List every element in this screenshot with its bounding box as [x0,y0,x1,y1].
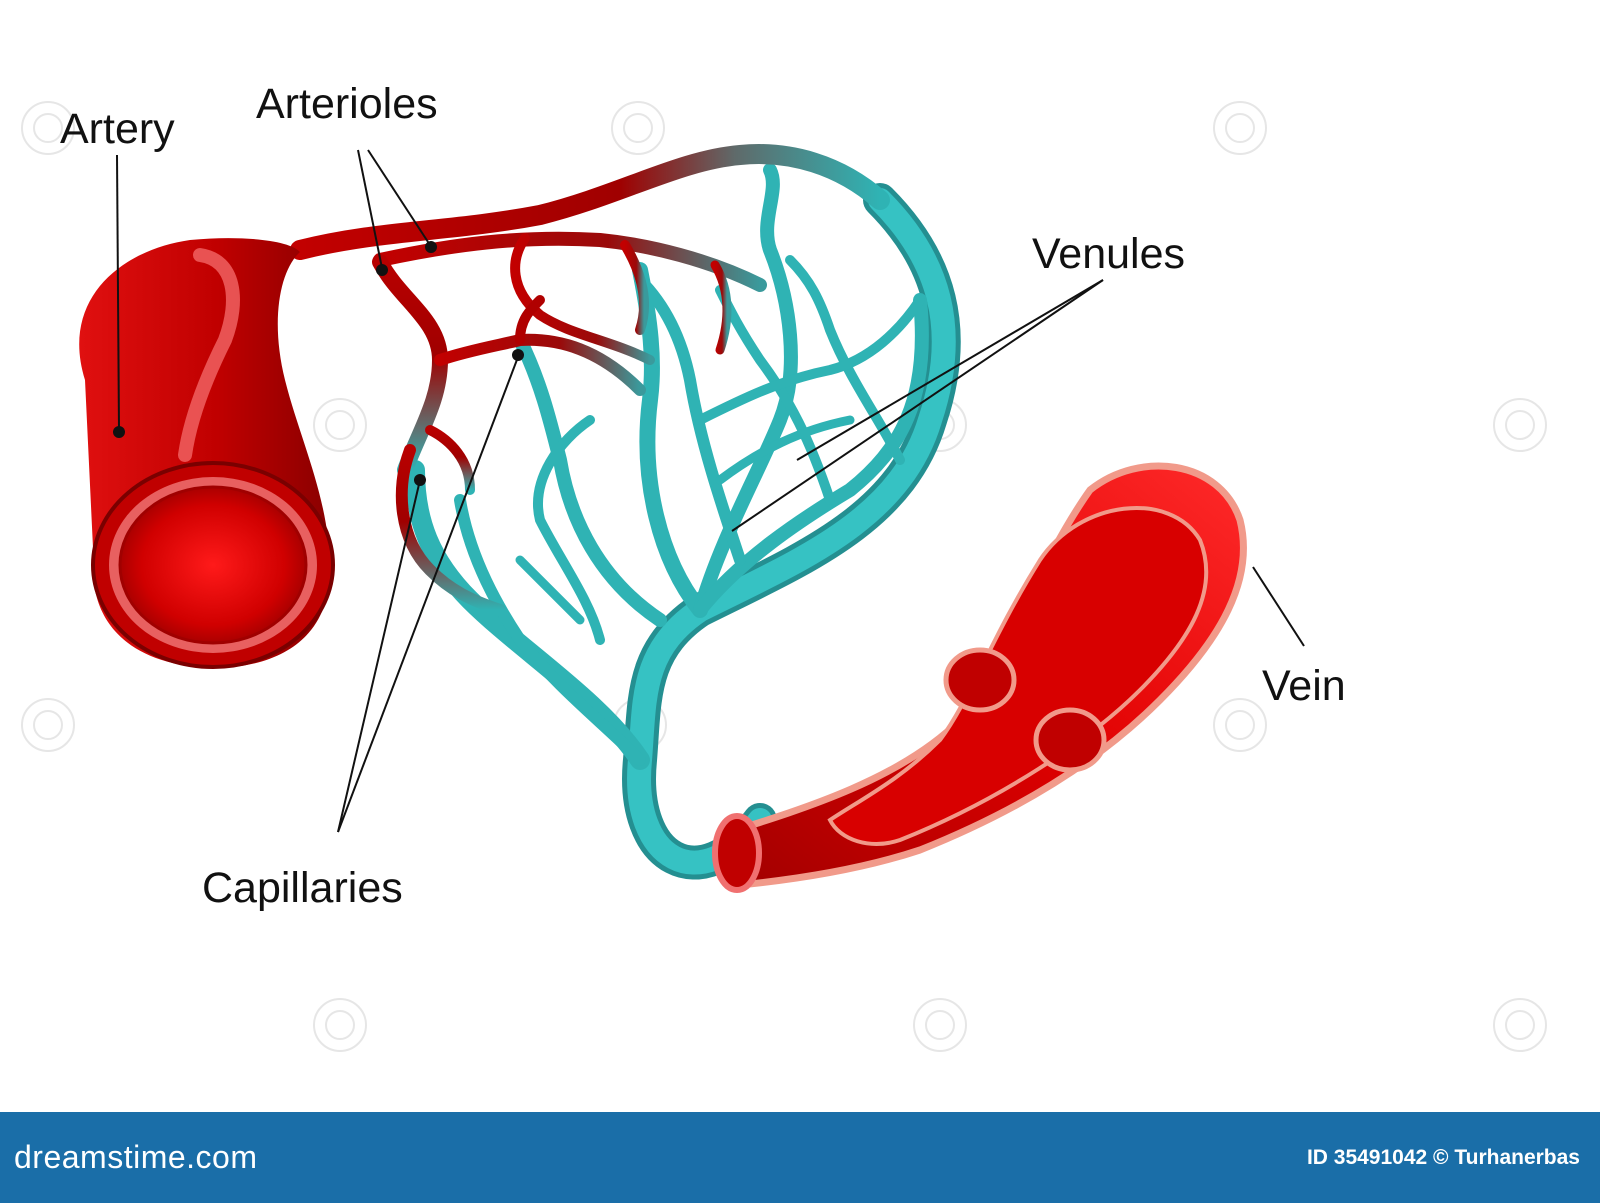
venule-network [405,163,961,880]
blood-vessel-diagram: Artery Arterioles Venules Capillaries Ve… [21,80,1547,1052]
vein-label: Vein [1262,662,1346,710]
watermark [21,101,1547,1052]
venules-label: Venules [1032,230,1185,278]
leader-lines [113,149,1305,833]
vein [712,462,1247,893]
image-credit: ID 35491042 © Turhanerbas [1306,1145,1580,1169]
brand-logo-text: dreamstime.com [14,1139,258,1175]
capillaries-label: Capillaries [202,864,403,912]
artery [79,238,335,669]
arterioles-label: Arterioles [256,80,438,128]
watermark-footer: dreamstime.com ID 35491042 © Turhanerbas [0,1112,1600,1203]
arteriole-network [290,144,890,616]
artery-label: Artery [60,105,175,153]
